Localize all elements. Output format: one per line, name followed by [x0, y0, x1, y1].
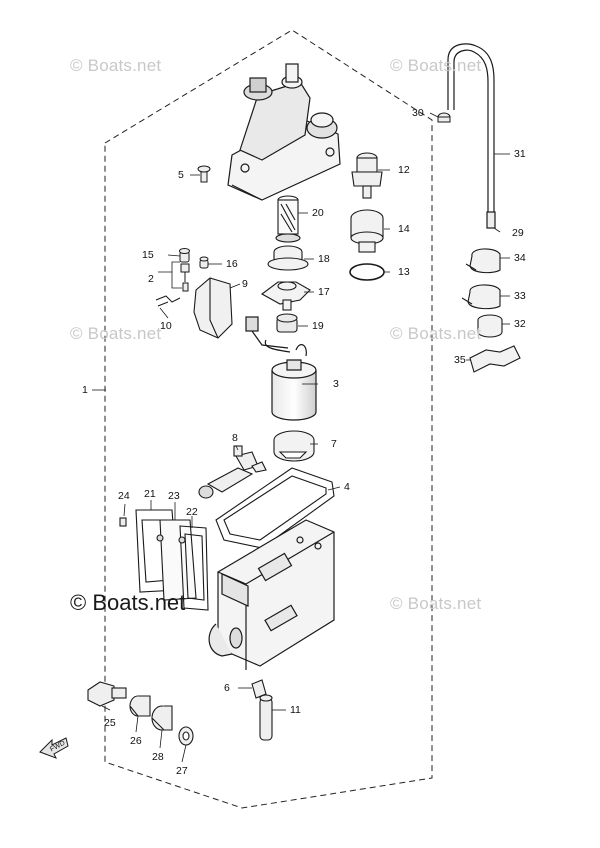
pump-base-part-7	[273, 430, 315, 462]
part-number-7: 7	[331, 438, 337, 450]
fuel-pump-part-3	[245, 316, 317, 421]
part-number-25: 25	[104, 717, 116, 729]
part-number-4: 4	[344, 481, 350, 493]
part-number-15: 15	[142, 249, 154, 261]
part-number-33: 33	[514, 290, 526, 302]
part-number-26: 26	[130, 735, 142, 747]
gasket-part-4	[215, 467, 335, 549]
part-number-29: 29	[512, 227, 524, 239]
part-number-21: 21	[144, 488, 156, 500]
clips-32-33-34-35	[461, 248, 521, 373]
part-number-18: 18	[318, 253, 330, 265]
cover-plates-21-22-23	[119, 509, 209, 611]
part-number-20: 20	[312, 207, 324, 219]
part-number-17: 17	[318, 286, 330, 298]
terminal-part-10	[155, 295, 181, 307]
filter-cup-part-18	[267, 245, 309, 271]
part-number-1: 1	[82, 384, 88, 396]
part-number-5: 5	[178, 169, 184, 181]
part-number-32: 32	[514, 318, 526, 330]
fittings-25-26-27-28	[87, 681, 194, 746]
part-number-12: 12	[398, 164, 410, 176]
hose-part-31	[447, 43, 496, 229]
drain-parts-6-11	[251, 679, 273, 741]
part-number-31: 31	[514, 148, 526, 160]
sensor-part-8	[198, 445, 267, 499]
part-number-24: 24	[118, 490, 130, 502]
screw-part-5	[197, 165, 211, 183]
watermark-bottom-right: © Boats.net	[390, 594, 482, 613]
watermark-mid-left: © Boats.net	[70, 324, 162, 343]
separator-cover	[227, 63, 341, 201]
part-number-19: 19	[312, 320, 324, 332]
part-number-6: 6	[224, 682, 230, 694]
part-number-14: 14	[398, 223, 410, 235]
part-number-8: 8	[232, 432, 238, 444]
watermark-top-left: © Boats.net	[70, 56, 162, 75]
forward-arrow-icon	[39, 737, 69, 759]
part-number-16: 16	[226, 258, 238, 270]
part-number-13: 13	[398, 266, 410, 278]
filter-part-20	[275, 195, 301, 243]
o-ring-part-13	[349, 263, 385, 281]
watermark-mid-right: © Boats.net	[390, 324, 482, 343]
part-number-2: 2	[148, 273, 154, 285]
part-number-9: 9	[242, 278, 248, 290]
part-number-22: 22	[186, 506, 198, 518]
clip-part-30	[437, 112, 451, 123]
part-number-34: 34	[514, 252, 526, 264]
small-parts-15-16-2	[179, 248, 209, 292]
part-number-35: 35	[454, 354, 466, 366]
watermark-main: © Boats.net	[70, 590, 186, 615]
grommet-part-19	[276, 313, 298, 333]
assembly-outline	[104, 29, 433, 809]
part-number-23: 23	[168, 490, 180, 502]
part-number-27: 27	[176, 765, 188, 777]
part-number-10: 10	[160, 320, 172, 332]
part-number-11: 11	[290, 704, 301, 716]
part-number-28: 28	[152, 751, 164, 763]
cover-part-9	[193, 277, 233, 339]
part-number-3: 3	[333, 378, 339, 390]
part-number-30: 30	[412, 107, 424, 119]
watermark-top-right: © Boats.net	[390, 56, 482, 75]
leader-lines	[92, 112, 510, 763]
float-chamber-body	[208, 519, 335, 670]
bracket-part-17	[260, 281, 311, 311]
regulator-part-12	[351, 152, 383, 199]
regulator-body-part-14	[350, 209, 384, 253]
